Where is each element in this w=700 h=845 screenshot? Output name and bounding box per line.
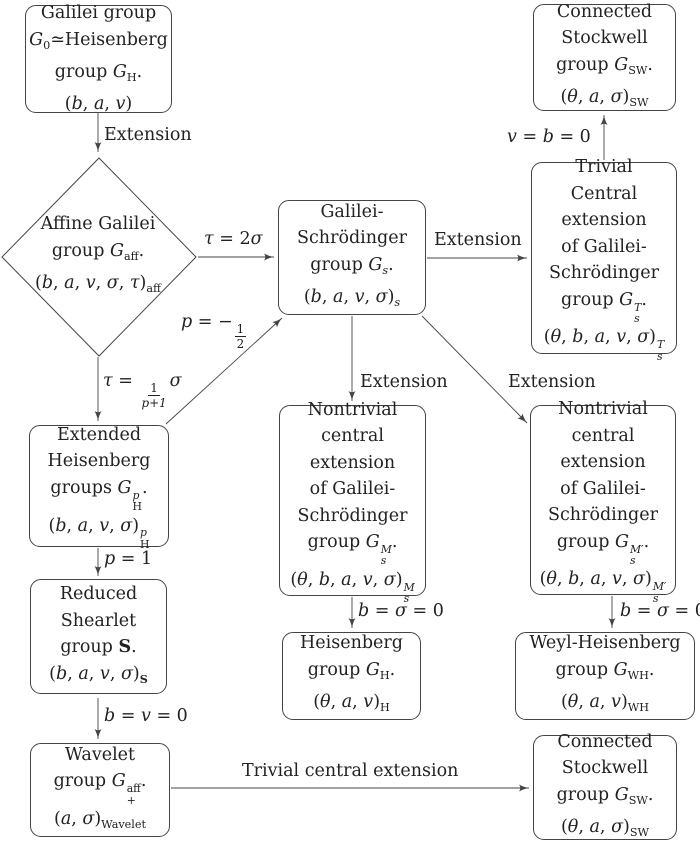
- box-line: Schrödinger: [297, 505, 408, 526]
- box-line: Nontrivial: [558, 399, 648, 420]
- box-line: Wavelet: [64, 744, 136, 765]
- box-line: (θ, a, σ)SW: [560, 817, 650, 839]
- edge-label-extension-gs-trivial: Extension: [434, 230, 522, 250]
- box-line: (θ, b, a, v, σ)M′s: [539, 569, 667, 605]
- box-line: (θ, a, v)H: [313, 692, 390, 715]
- box-line: Affine Galilei: [40, 214, 156, 235]
- box-line: group Gaff.: [51, 240, 145, 263]
- box-line: group S.: [60, 637, 137, 658]
- node-nontrivial-central-extension-m: Nontrivial central extension of Galilei- Sch…: [279, 400, 426, 604]
- box-line: group GH.: [307, 659, 396, 682]
- edge-label-tau-2sigma: τ = 2σ: [204, 229, 263, 249]
- box-line: group GWH.: [555, 659, 655, 682]
- box-line: Galilei-: [320, 201, 384, 222]
- box-line: Trivial: [575, 157, 633, 178]
- box-line: (b, a, v, σ)s: [303, 287, 401, 309]
- edge-label-b-sigma-0-m: b = σ = 0: [358, 601, 444, 621]
- box-line: (θ, a, σ)SW: [560, 87, 649, 109]
- box-line: group GH.: [54, 62, 143, 84]
- node-weyl-heisenberg-group: Weyl-Heisenberg group GWH. (θ, a, v)WH: [515, 632, 695, 720]
- box-line: Schrödinger: [297, 228, 407, 249]
- box-line: Central: [570, 183, 638, 204]
- box-line: G0≃Heisenberg: [29, 29, 168, 52]
- box-line: extension: [309, 452, 396, 473]
- edge-label-b-sigma-0-mprime: b = σ = 0: [620, 601, 700, 621]
- edge-label-extension-galilei-affine: Extension: [104, 125, 192, 145]
- box-line: Extended: [56, 424, 142, 445]
- box-line: (b, a, v, σ)S: [49, 663, 148, 686]
- arrow-gs-to-mprime: [421, 315, 528, 424]
- box-line: (θ, a, v)WH: [560, 692, 650, 715]
- box-line: Schrödinger: [548, 505, 658, 526]
- box-line: Schrödinger: [549, 263, 659, 284]
- box-line: Reduced: [59, 584, 138, 605]
- edge-label-p-1: p = 1: [104, 549, 153, 569]
- box-line: Stockwell: [561, 28, 648, 49]
- box-line: (a, σ)Wavelet: [53, 808, 147, 831]
- box-line: Stockwell: [561, 758, 649, 779]
- node-heisenberg-group: Heisenberg group GH. (θ, a, v)H: [282, 632, 421, 720]
- edge-label-b-v-0: b = v = 0: [104, 706, 188, 726]
- box-line: Galilei group: [40, 3, 157, 24]
- box-line: Nontrivial: [307, 399, 398, 420]
- box-line: central: [571, 425, 635, 446]
- node-galilei-schrodinger-group: Galilei- Schrödinger group Gs. (b, a, v, σ)…: [278, 200, 426, 315]
- box-line: Weyl-Heisenberg: [529, 633, 681, 654]
- arrow-extheis-to-gs: [165, 317, 283, 425]
- box-line: of Galilei-: [561, 236, 647, 257]
- box-line: group GSW.: [556, 784, 654, 807]
- node-nontrivial-central-extension-mprime: Nontrivial central extension of Galilei- Sch…: [530, 399, 676, 604]
- node-affine-galilei-group: Affine Galilei group Gaff. (b, a, v, σ, τ)…: [8, 214, 188, 299]
- box-line: of Galilei-: [309, 479, 396, 500]
- box-line: of Galilei-: [560, 478, 646, 499]
- box-line: Shearlet: [60, 610, 137, 631]
- box-line: (b, a, v): [64, 94, 133, 115]
- diamond-affine-galilei: [1, 157, 197, 357]
- box-line: (b, a, v, σ, τ)aff: [34, 273, 161, 296]
- box-line: Heisenberg: [300, 633, 403, 654]
- edge-label-extension-gs-mprime: Extension: [508, 372, 596, 392]
- edge-label-v-b-0: v = b = 0: [507, 127, 591, 147]
- box-line: Connected: [556, 1, 653, 22]
- box-line: Heisenberg: [47, 451, 151, 472]
- box-line: extension: [561, 210, 647, 231]
- box-line: central: [321, 426, 384, 447]
- box-line: extension: [560, 452, 646, 473]
- box-line: group GSW.: [556, 54, 653, 77]
- edge-label-trivial-central-extension: Trivial central extension: [242, 761, 459, 781]
- box-line: Connected: [557, 731, 653, 752]
- box-line: group Gs.: [310, 254, 394, 277]
- edge-label-extension-gs-m: Extension: [360, 372, 448, 392]
